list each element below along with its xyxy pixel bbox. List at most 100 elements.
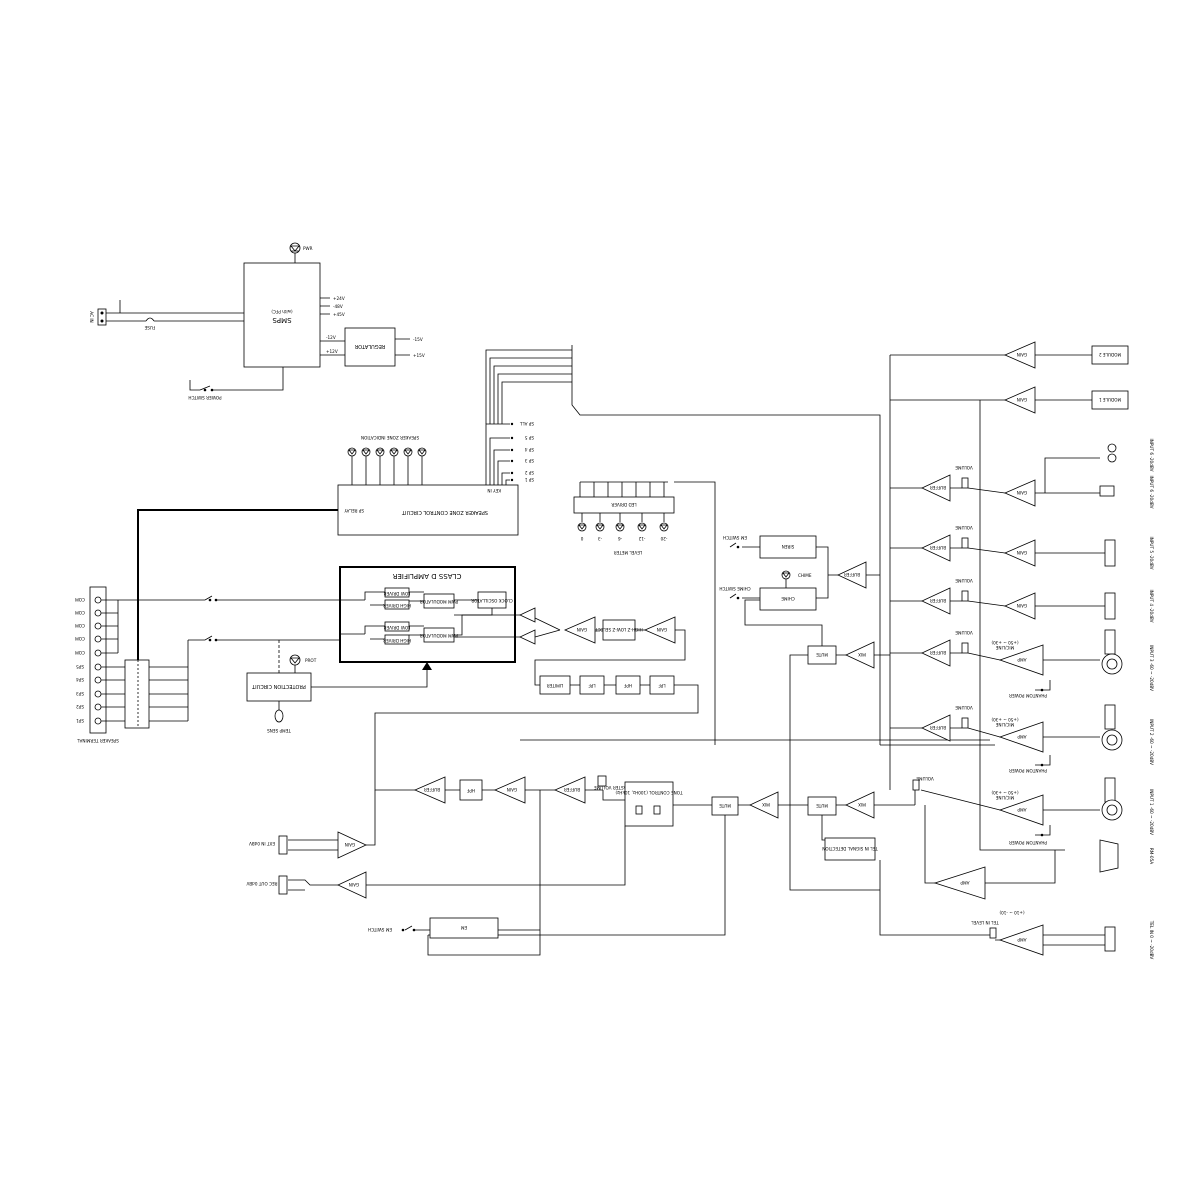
driver-label: HIGH DRIVER [383, 603, 411, 608]
zone-led-icon [389, 447, 399, 485]
key-label: SP 1 [524, 477, 534, 482]
smps-box [243, 262, 321, 368]
gain-label: GAIN [1017, 550, 1027, 555]
buffer-label: BUFFER [930, 545, 946, 550]
gain-range-label: (+50 ~ +30) [991, 640, 1018, 645]
phone-jack-icon [1099, 485, 1115, 497]
module-1-label: MODULE 1 [1099, 397, 1122, 402]
low-driver-box [384, 621, 410, 632]
amplifier-title: CLASS D AMPLIFIER [392, 572, 461, 580]
rec-out-jack-icon [278, 875, 288, 895]
mix-label: MIX [858, 652, 866, 657]
input-4-label: INPUT 4 -20dBV [1149, 590, 1154, 623]
rca-jack-icon [1107, 443, 1117, 463]
rm-05a-label: RM-05A [1149, 848, 1154, 864]
chime-switch-label: CHIME SWITCH [719, 586, 750, 591]
gain-label: GAIN [657, 627, 667, 632]
level-meter-section: LED DRIVER 0 -3 -6 -12 -20 LEVEL METER [573, 481, 716, 745]
high-driver-box [384, 634, 410, 645]
mic-line-label: MIC/LINE [995, 722, 1014, 727]
input-5-label: INPUT 5 -20dBV [1149, 537, 1154, 570]
terminal-pin-label: COM [75, 636, 85, 641]
master-volume-label: MASTER VOLUME [594, 785, 630, 790]
gain-label: GAIN [1017, 397, 1027, 402]
amp-label: AMP [1017, 657, 1026, 662]
volume-label: VOLUME [916, 776, 934, 781]
phantom-label: PHANTOM POWER [1009, 840, 1047, 845]
tel-in-label: TEL IN 0 ~ -20dBV [1149, 920, 1154, 960]
ac-in-connector-icon [97, 308, 107, 326]
volume-label: VOLUME [955, 705, 973, 710]
zone-leds [347, 447, 427, 485]
key-label: SP 2 [524, 470, 534, 475]
key-label: SP 3 [524, 458, 534, 463]
speaker-terminal-section: COM COM COM COM COM SP5 SP4 SP3 SP2 SP1 … [75, 586, 340, 743]
rec-out-label: REC OUT 0dBV [246, 881, 277, 886]
terminal-block-icon [1104, 704, 1116, 730]
phantom-label: PHANTOM POWER [1009, 693, 1047, 698]
smps-label: SMPS [272, 316, 292, 324]
input-2-label: INPUT 2 -60 ~ -20dBV [1149, 719, 1154, 765]
gain-label: GAIN [1017, 352, 1027, 357]
temp-sensor-icon [274, 701, 284, 723]
level-meter-title: LEVEL METER [614, 550, 643, 555]
protection-circuit-box [246, 672, 312, 702]
xlr-jack-icon [1101, 799, 1123, 821]
led-driver-label: LED DRIVER [611, 502, 636, 507]
volume-label: VOLUME [955, 630, 973, 635]
buffer-label: BUFFER [930, 725, 946, 730]
level-led-icon [637, 522, 647, 532]
speaker-zone-control-box [337, 484, 519, 536]
mic-line-label: MIC/LINE [995, 645, 1014, 650]
xlr-jack-icon [1101, 729, 1123, 751]
level-led-icon [615, 522, 625, 532]
clock-oscillator-label: CLOCK OSCILLATOR [471, 598, 513, 603]
terminal-pin-label: SP1 [76, 718, 84, 723]
amp-label: AMP [960, 880, 969, 885]
volume-knob-icon [961, 642, 969, 654]
module-2-label: MODULE 2 [1099, 352, 1122, 357]
gain-label: GAIN [1017, 603, 1027, 608]
em-switch-bottom-label: EM SWITCH [368, 927, 392, 932]
key-label: SP 5 [524, 435, 534, 440]
master-volume-icon [597, 775, 607, 787]
tone-control-label: TONE CONTROL (100Hz, 10kHz) [615, 790, 683, 795]
terminal-block-icon [1104, 539, 1116, 567]
high-driver-box [384, 599, 410, 610]
rail-label: -12V [326, 335, 336, 340]
terminal-block-icon [1104, 926, 1116, 952]
led-level-label: -3 [598, 536, 603, 541]
rail-label: -48V [333, 304, 343, 309]
tone-control-box [624, 781, 674, 827]
led-level-label: 0 [580, 536, 583, 541]
siren-chime-section: SIREN CHIME CHIME BUFFER EM SWITCH CHIME… [719, 535, 880, 611]
regulator-box [344, 327, 396, 367]
tel-level-label: TEL IN LEVEL [971, 920, 1000, 925]
speaker-terminal-block [89, 586, 107, 734]
mute-label: MUTE [816, 803, 828, 808]
gain-range-label: (+50 ~ +30) [991, 717, 1018, 722]
gain-range-label: (+50 ~ +30) [991, 790, 1018, 795]
volume-knob-icon [961, 477, 969, 489]
limiter-label: LIMITER [547, 683, 564, 688]
comparator-symbol [519, 607, 536, 623]
hpf-label: HPF [623, 683, 632, 688]
terminal-block-icon [1104, 592, 1116, 620]
driver-label: LOW DRIVER [384, 625, 411, 630]
zone-led-icon [417, 447, 427, 485]
volume-label: VOLUME [955, 525, 973, 530]
terminal-pin-label: SP2 [76, 704, 84, 709]
gain-symbol [337, 831, 367, 859]
rail-label: +12V [326, 349, 338, 354]
chime-box [759, 587, 817, 611]
zone-led-icon [347, 447, 357, 485]
buffer-label: BUFFER [564, 787, 580, 792]
buffer-label: BUFFER [930, 650, 946, 655]
fuse-icon [145, 317, 155, 322]
gain-label: GAIN [349, 882, 359, 887]
ext-rec-section: GAIN EXT IN 0dBV GAIN REC OUT 0dBV EM EM… [246, 790, 626, 939]
gain-label: GAIN [577, 627, 587, 632]
select-label: HIGH-Z LOW-Z SELECT [595, 627, 643, 632]
input-6-label: INPUT 6 -20dBV [1149, 439, 1154, 472]
